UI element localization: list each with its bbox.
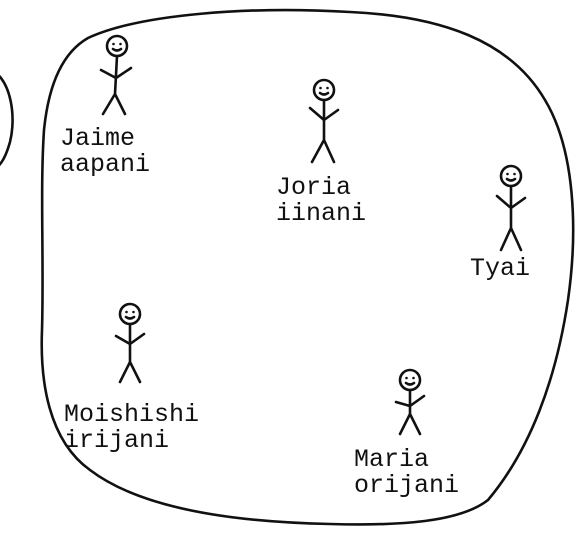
stick-figure-jaime bbox=[99, 34, 133, 116]
person-label-maria: Maria orijani bbox=[354, 447, 459, 499]
stick-figure-maria bbox=[394, 368, 426, 436]
person-label-jaime: Jaime aapani bbox=[60, 126, 150, 178]
person-name: Jaime bbox=[60, 124, 136, 153]
person-label-moishishi: Moishishi irijani bbox=[64, 402, 199, 454]
stick-figure-joria bbox=[308, 78, 340, 164]
person-surname: orijani bbox=[354, 471, 460, 500]
person-surname: aapani bbox=[60, 150, 151, 179]
person-name: Maria bbox=[354, 445, 430, 474]
stick-figure-tyai bbox=[495, 164, 527, 252]
neighbor-group-boundary bbox=[0, 75, 14, 167]
stick-figure-moishishi bbox=[114, 302, 146, 384]
person-name: Joria bbox=[276, 173, 352, 202]
person-surname: irijani bbox=[64, 426, 170, 455]
person-surname: iinani bbox=[276, 199, 367, 228]
person-name: Tyai bbox=[470, 254, 531, 283]
person-name: Moishishi bbox=[64, 400, 200, 429]
person-label-joria: Joria iinani bbox=[276, 175, 366, 227]
person-label-tyai: Tyai bbox=[470, 256, 530, 282]
group-boundary bbox=[40, 8, 575, 526]
